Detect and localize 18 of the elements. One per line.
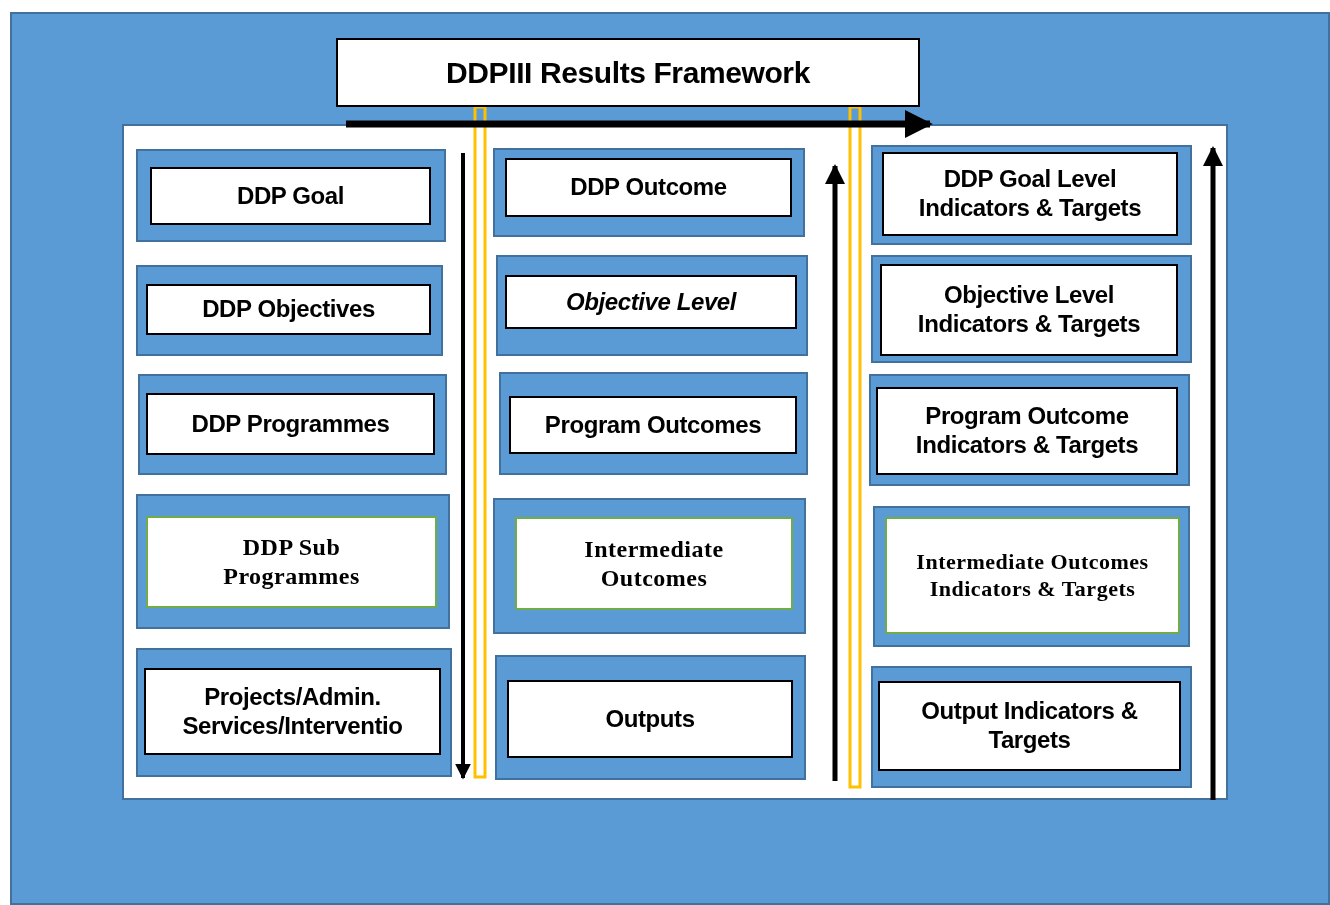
label-box: DDP Programmes xyxy=(146,393,435,455)
divider-bar xyxy=(848,105,862,789)
label-box: DDP Objectives xyxy=(146,284,431,335)
label-box: Program Outcomes xyxy=(509,396,797,454)
title-box: DDPIII Results Framework xyxy=(336,38,920,107)
label-box: Intermediate Outcomes Indicators & Targets xyxy=(885,517,1180,634)
label-box: Outputs xyxy=(507,680,793,758)
label-box: Output Indicators & Targets xyxy=(878,681,1181,771)
label-box: DDP Goal Level Indicators & Targets xyxy=(882,152,1178,236)
label-box: Objective Level Indicators & Targets xyxy=(880,264,1178,356)
label-box: Projects/Admin. Services/Interventio xyxy=(144,668,441,755)
label-box: DDP Outcome xyxy=(505,158,792,217)
divider-bar xyxy=(473,105,487,779)
label-box: DDP Sub Programmes xyxy=(146,516,437,608)
label-box: DDP Goal xyxy=(150,167,431,225)
label-box: Intermediate Outcomes xyxy=(515,517,793,610)
label-box: Objective Level xyxy=(505,275,797,329)
label-box: Program Outcome Indicators & Targets xyxy=(876,387,1178,475)
